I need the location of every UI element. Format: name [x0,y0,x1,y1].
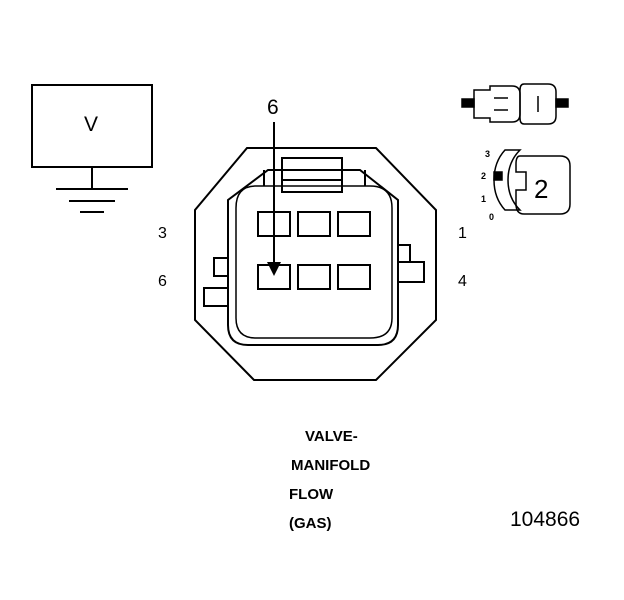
voltmeter-icon [31,84,153,213]
inset-position-selector [493,149,571,215]
connector-side-tabs [203,244,425,307]
caption-line-1: VALVE- [305,428,358,445]
caption-line-3: FLOW [289,486,334,503]
pin-label-4: 4 [458,273,467,290]
connector-latch [263,157,366,193]
ground-icon [56,188,128,213]
probe-arrow [267,122,281,276]
connector-outer-housing [194,147,437,381]
connector-face [194,147,437,381]
reference-number: 104866 [510,508,581,531]
connector-cavity [235,185,393,339]
pin-label-3: 3 [158,225,167,242]
voltmeter-symbol: V [84,113,99,136]
inset-connector-side-view [461,83,569,125]
terminal-cavity [297,211,331,237]
probe-pin-label: 6 [267,96,279,119]
position-scale-0: 0 [489,212,495,222]
pin-label-6: 6 [158,273,167,290]
position-scale-1: 1 [481,194,487,204]
pin-label-1: 1 [458,225,467,242]
terminal-cavity [297,264,331,290]
connector-inner-housing [227,169,399,346]
latch-position-number: 2 [534,174,549,204]
caption-line-2: MANIFOLD [291,457,371,474]
caption-line-4: (GAS) [289,515,332,532]
terminal-cavity [337,264,371,290]
position-scale-3: 3 [485,149,491,159]
terminal-cavity [337,211,371,237]
position-scale-2: 2 [481,171,487,181]
